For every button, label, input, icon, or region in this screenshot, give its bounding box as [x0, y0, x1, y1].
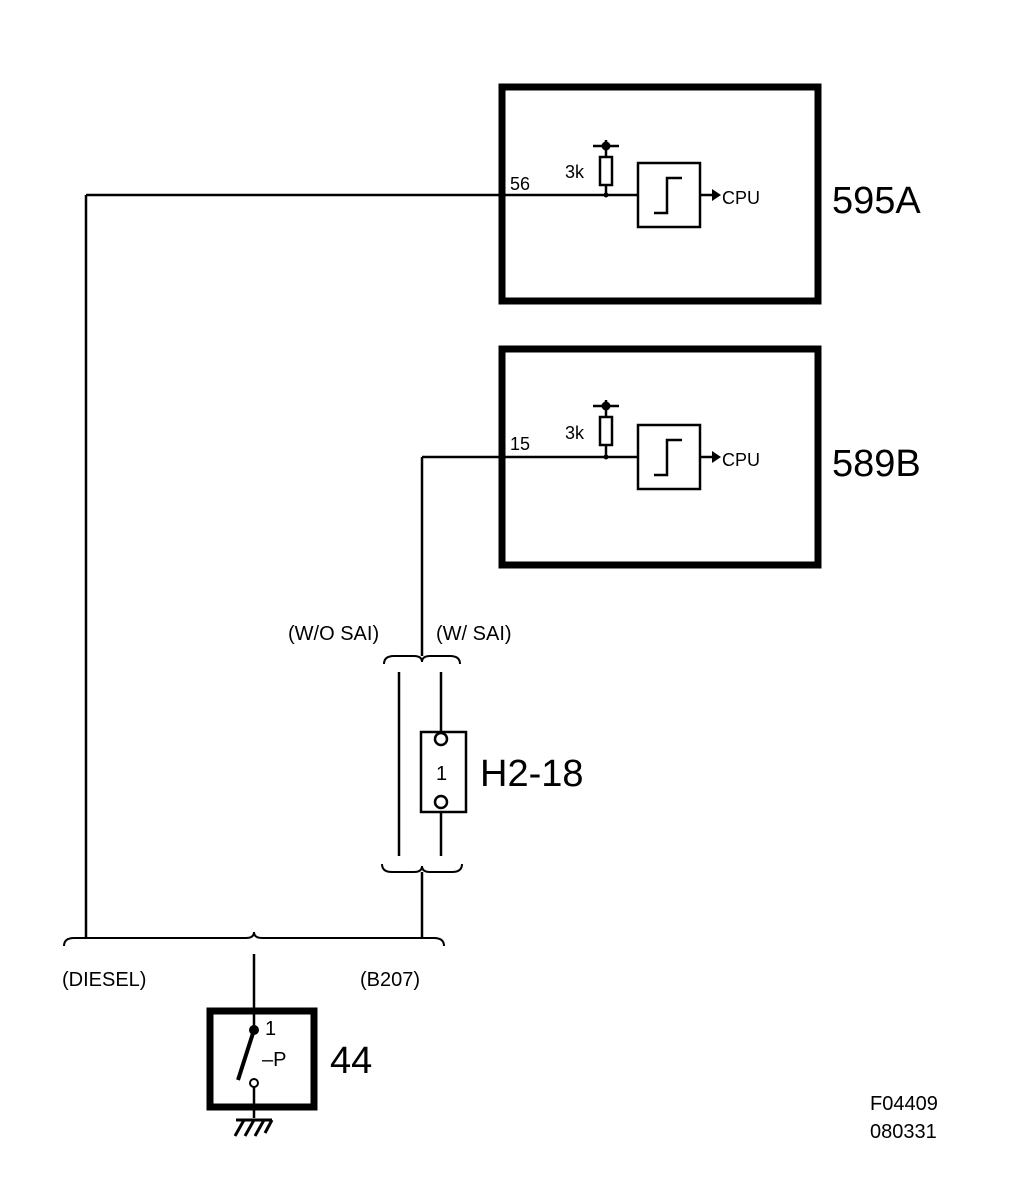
module-label-595a: 595A [832, 180, 921, 222]
switch-contact-bottom-icon [249, 1078, 259, 1088]
schmitt-trigger-595a [636, 161, 702, 229]
label-b207: (B207) [360, 969, 420, 991]
switch-lever-icon [236, 1029, 256, 1081]
module-label-589b: 589B [832, 443, 921, 485]
module-595a: CPU 3k 56 595A [498, 83, 921, 305]
pullup-resistor-595a [593, 140, 619, 198]
brace-sai-top [383, 655, 461, 665]
cpu-arrow-icon [700, 451, 721, 463]
cpu-arrow-icon [700, 189, 721, 201]
label-with-sai: (W/ SAI) [436, 623, 512, 645]
resistor-label-589b: 3k [565, 423, 585, 443]
connector-label: H2-18 [480, 753, 584, 795]
switch-label: 44 [330, 1040, 372, 1082]
brace-sai-bottom [381, 863, 463, 873]
module-589b: CPU 3k 15 589B [422, 345, 921, 569]
resistor-label-595a: 3k [565, 162, 585, 182]
cpu-label-595a: CPU [722, 188, 760, 208]
schmitt-trigger-589b [636, 423, 702, 491]
pin-label-15: 15 [510, 434, 530, 454]
figure-code-line1: F04409 [870, 1093, 938, 1115]
brace-diesel-b207 [63, 931, 445, 947]
figure-code-line2: 080331 [870, 1121, 937, 1143]
pressure-switch-44: 1 –P 44 [206, 1007, 372, 1118]
connector-pin-label: 1 [436, 763, 447, 785]
cpu-label-589b: CPU [722, 450, 760, 470]
label-without-sai: (W/O SAI) [288, 623, 379, 645]
connector-pin-bottom-icon [433, 794, 449, 810]
switch-symbol-label: –P [262, 1049, 286, 1071]
variant-braces [63, 655, 463, 947]
wires [84, 193, 502, 1030]
switch-pin-label: 1 [265, 1018, 276, 1040]
connector-h2-18: 1 H2-18 [419, 730, 584, 814]
ground-icon [233, 1118, 274, 1137]
pullup-resistor-589b [593, 400, 619, 460]
pin-label-56: 56 [510, 174, 530, 194]
connector-pin-top-icon [433, 731, 449, 747]
label-diesel: (DIESEL) [62, 969, 146, 991]
